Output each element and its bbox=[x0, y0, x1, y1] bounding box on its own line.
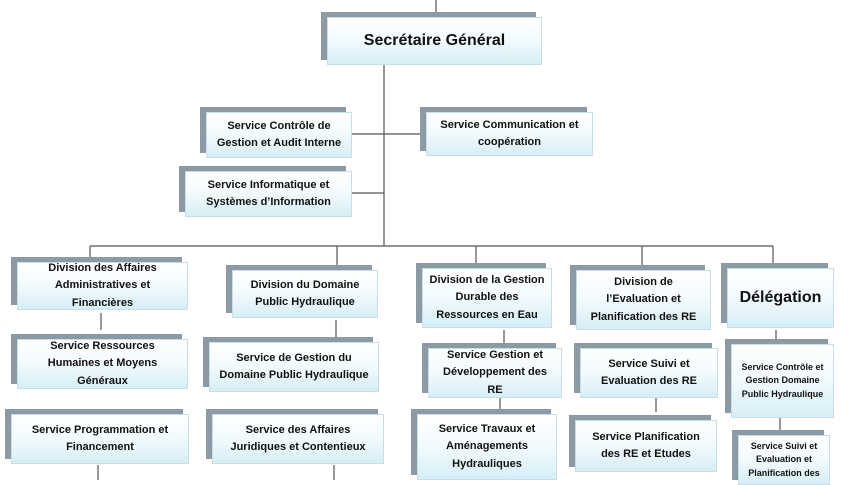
node-label: Service Informatique et Systèmes d’Infor… bbox=[206, 178, 331, 208]
node-service-planification: Service Planification des RE et Etudes bbox=[569, 415, 717, 472]
node-service-informatique: Service Informatique et Systèmes d’Infor… bbox=[179, 166, 352, 217]
node-service-programmation: Service Programmation et Financement bbox=[5, 409, 189, 464]
node-label: Service Suivi et Evaluation des RE bbox=[601, 357, 697, 387]
node-label: Service Contrôle et Gestion Domaine Publ… bbox=[741, 361, 824, 399]
node-service-gestion-domaine: Service de Gestion du Domaine Public Hyd… bbox=[203, 337, 379, 392]
node-service-suivi-evaluation: Service Suivi et Evaluation des RE bbox=[574, 343, 718, 398]
node-service-controle-gestion: Service Contrôle de Gestion et Audit Int… bbox=[200, 107, 352, 158]
node-service-affaires-juridiques: Service des Affaires Juridiques et Conte… bbox=[206, 409, 384, 464]
node-label: Délégation bbox=[739, 288, 822, 306]
node-label: Service Planification des RE et Etudes bbox=[592, 430, 700, 460]
node-service-gestion-developpement: Service Gestion et Développement des RE bbox=[422, 343, 562, 398]
node-label: Division de l’Evaluation et Planificatio… bbox=[590, 276, 697, 323]
node-division-evaluation-planification: Division de l’Evaluation et Planificatio… bbox=[570, 265, 711, 330]
node-label: Service Ressources Humaines et Moyens Gé… bbox=[47, 340, 158, 387]
node-service-communication: Service Communication et coopération bbox=[420, 107, 593, 156]
node-delegation: Délégation bbox=[721, 263, 834, 328]
node-label: Service Travaux et Aménagements Hydrauli… bbox=[438, 423, 536, 470]
node-label: Service Contrôle de Gestion et Audit Int… bbox=[216, 119, 342, 149]
node-service-ressources-humaines: Service Ressources Humaines et Moyens Gé… bbox=[11, 334, 188, 389]
node-label: Service Programmation et Financement bbox=[31, 423, 169, 453]
node-division-gestion-durable: Division de la Gestion Durable des Resso… bbox=[416, 263, 552, 328]
node-label: Service de Gestion du Domaine Public Hyd… bbox=[219, 351, 369, 381]
node-service-suivi-delegation: Service Suivi et Evaluation et Planifica… bbox=[732, 430, 830, 485]
node-label: Division de la Gestion Durable des Resso… bbox=[429, 274, 545, 321]
node-label: Secrétaire Général bbox=[363, 31, 506, 49]
node-service-travaux: Service Travaux et Aménagements Hydrauli… bbox=[411, 409, 557, 480]
node-service-controle-delegation: Service Contrôle et Gestion Domaine Publ… bbox=[725, 339, 834, 418]
node-label: Division des Affaires Administratives et… bbox=[48, 262, 157, 309]
node-label: Service des Affaires Juridiques et Conte… bbox=[230, 423, 366, 453]
node-secretaire-general: Secrétaire Général bbox=[321, 12, 542, 65]
node-label: Service Suivi et Evaluation et Planifica… bbox=[748, 440, 820, 478]
node-division-domaine-public: Division du Domaine Public Hydraulique bbox=[226, 265, 378, 318]
node-label: Service Communication et coopération bbox=[440, 118, 579, 148]
node-label: Division du Domaine Public Hydraulique bbox=[250, 278, 360, 308]
node-division-affaires-administratives: Division des Affaires Administratives et… bbox=[11, 257, 188, 310]
node-label: Service Gestion et Développement des RE bbox=[443, 349, 547, 396]
